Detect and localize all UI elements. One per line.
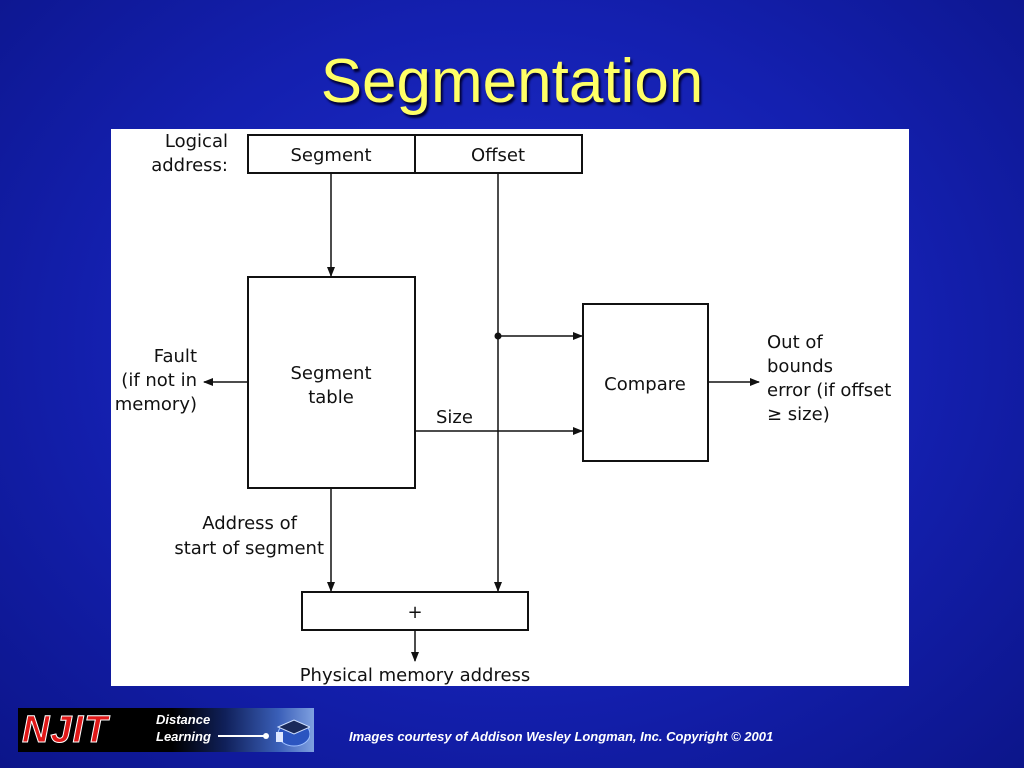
fault-label-line1: Fault — [154, 346, 197, 367]
out-of-bounds-label-line3: error (if offset — [767, 380, 891, 401]
segmentation-diagram: Logical address: Segment Offset Segment … — [111, 129, 909, 686]
image-credit: Images courtesy of Addison Wesley Longma… — [349, 729, 774, 744]
slide-title: Segmentation — [320, 47, 704, 116]
out-of-bounds-label-line4: ≥ size) — [767, 404, 830, 425]
start-address-label-line2: start of segment — [174, 538, 324, 559]
fault-label-line3: memory) — [115, 394, 197, 415]
adder-label: + — [407, 602, 422, 623]
offset-field-label: Offset — [471, 145, 525, 166]
physical-address-label: Physical memory address — [300, 665, 531, 686]
size-label: Size — [436, 407, 473, 428]
logo-mark: NJIT — [21, 709, 109, 752]
logo-line1: Distance — [156, 712, 211, 727]
segment-table-label-line2: table — [308, 387, 354, 408]
offset-field-box — [414, 134, 583, 174]
compare-label: Compare — [604, 374, 686, 395]
compare-box — [582, 303, 709, 462]
logical-address-label-line1: Logical — [165, 131, 228, 152]
out-of-bounds-label-line1: Out of — [767, 332, 823, 353]
segment-field-box — [247, 134, 416, 174]
graduation-cap-icon — [218, 719, 310, 747]
segment-table-label-line1: Segment — [291, 363, 372, 384]
out-of-bounds-label-line2: bounds — [767, 356, 833, 377]
logo-line2: Learning — [156, 729, 211, 744]
segment-field-label: Segment — [291, 145, 372, 166]
njit-distance-learning-logo: NJIT Distance Learning — [18, 708, 314, 752]
fault-label-line2: (if not in — [121, 370, 197, 391]
diagram-canvas: Logical address: Segment Offset Segment … — [115, 131, 892, 686]
logical-address-label-line2: address: — [151, 155, 228, 176]
start-address-label-line1: Address of — [202, 513, 297, 534]
